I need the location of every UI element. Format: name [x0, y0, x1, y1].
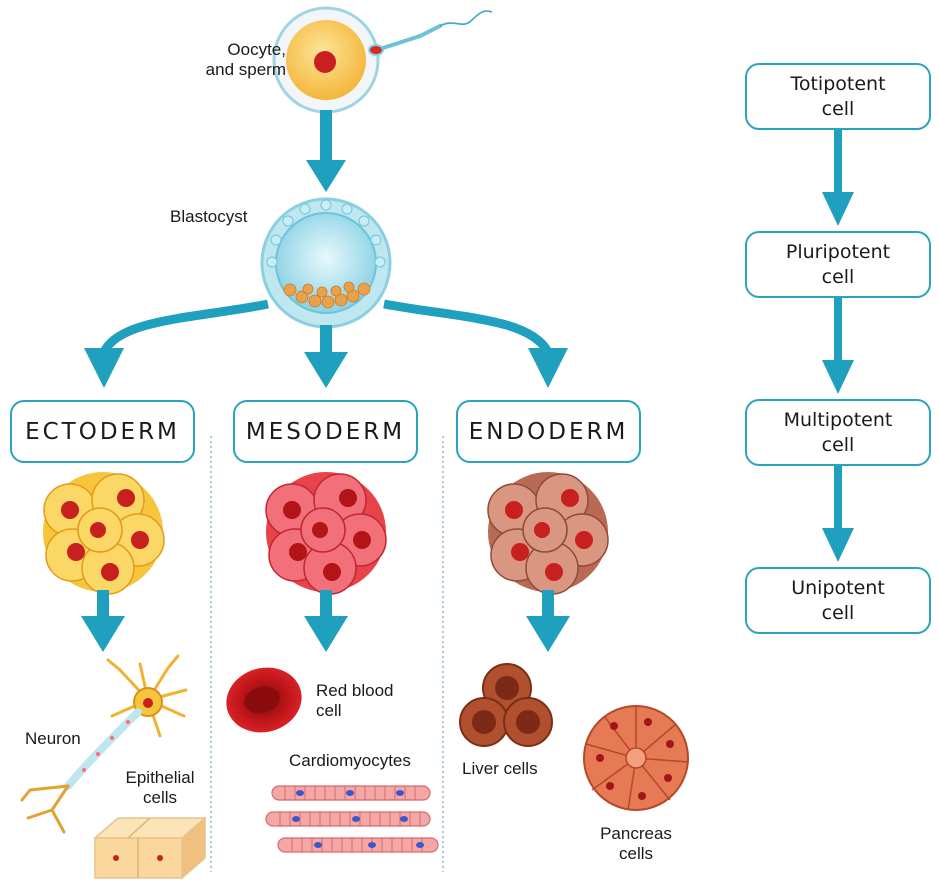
neuron-label: Neuron: [25, 729, 81, 748]
blastocyst-label: Blastocyst: [170, 207, 248, 226]
cluster-arrows: [81, 590, 570, 652]
branch-arrows: [84, 299, 568, 388]
oocyte-sperm-illustration: [272, 6, 493, 114]
oocyte-label: Oocyte,and sperm: [205, 40, 286, 79]
cardiomyocytes-illustration: [265, 785, 439, 853]
mesoderm-cell-cluster: [265, 472, 387, 595]
potency-arrows: [822, 130, 854, 562]
liver-cells-illustration: [459, 663, 553, 747]
arrow-to-blastocyst: [306, 110, 346, 192]
endoderm-cell-cluster: [487, 472, 609, 595]
germ-layer-ectoderm: ECTODERM: [10, 400, 195, 463]
red-blood-cell-illustration: [226, 667, 302, 733]
epithelial-cells-illustration: [92, 816, 208, 880]
germ-layer-endoderm: ENDODERM: [456, 400, 641, 463]
neuron-illustration: [20, 654, 188, 834]
ectoderm-cell-cluster: [43, 472, 165, 595]
liver-cells-label: Liver cells: [462, 759, 538, 778]
sperm-icon: [368, 10, 493, 56]
germ-layer-mesoderm: MESODERM: [233, 400, 418, 463]
pancreas-cells-illustration: [583, 705, 689, 811]
blastocyst-illustration: [260, 197, 392, 329]
cardiomyocytes-label: Cardiomyocytes: [289, 751, 411, 770]
